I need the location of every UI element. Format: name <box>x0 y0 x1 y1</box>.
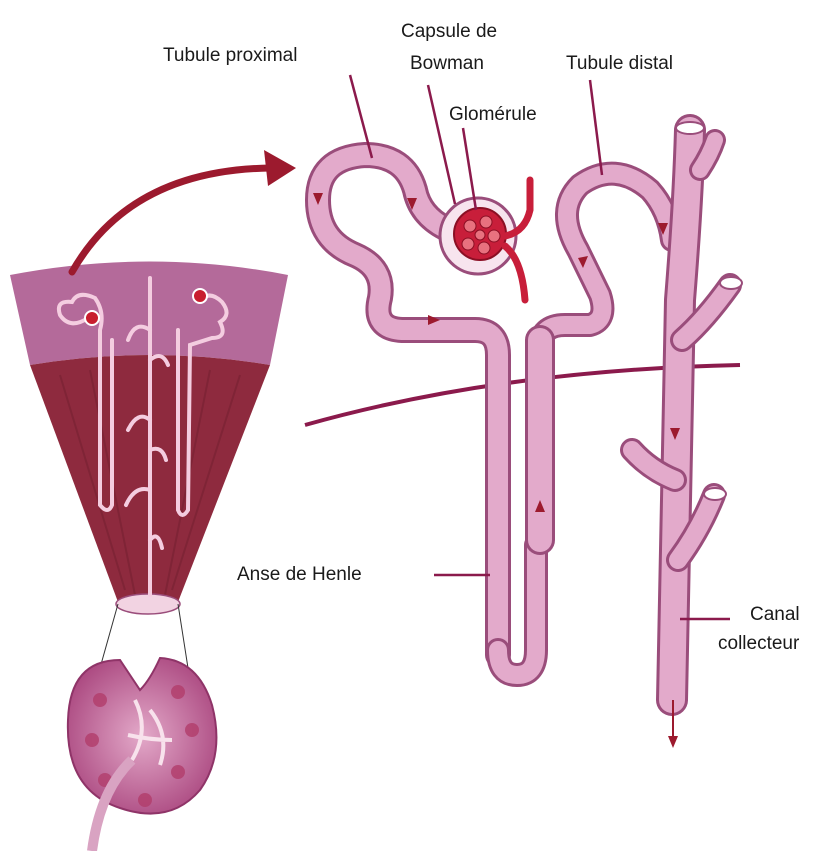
zoom-arrow <box>72 168 270 272</box>
label-anse-henle: Anse de Henle <box>237 563 362 587</box>
label-canal-line2: collecteur <box>718 632 799 656</box>
renal-pyramid-section <box>10 262 288 615</box>
label-capsule-line1: Capsule de <box>401 20 497 44</box>
label-glomerule: Glomérule <box>449 103 537 127</box>
mini-glomerulus-left <box>85 311 99 325</box>
label-tubule-distal: Tubule distal <box>566 52 673 76</box>
label-capsule-line2: Bowman <box>410 52 484 76</box>
kidney-illustration <box>68 658 217 851</box>
papilla-tip <box>116 594 180 614</box>
collecting-duct <box>632 122 742 700</box>
label-canal-line1: Canal <box>750 603 800 627</box>
label-tubule-proximal: Tubule proximal <box>163 44 297 68</box>
mini-glomerulus-right <box>193 289 207 303</box>
